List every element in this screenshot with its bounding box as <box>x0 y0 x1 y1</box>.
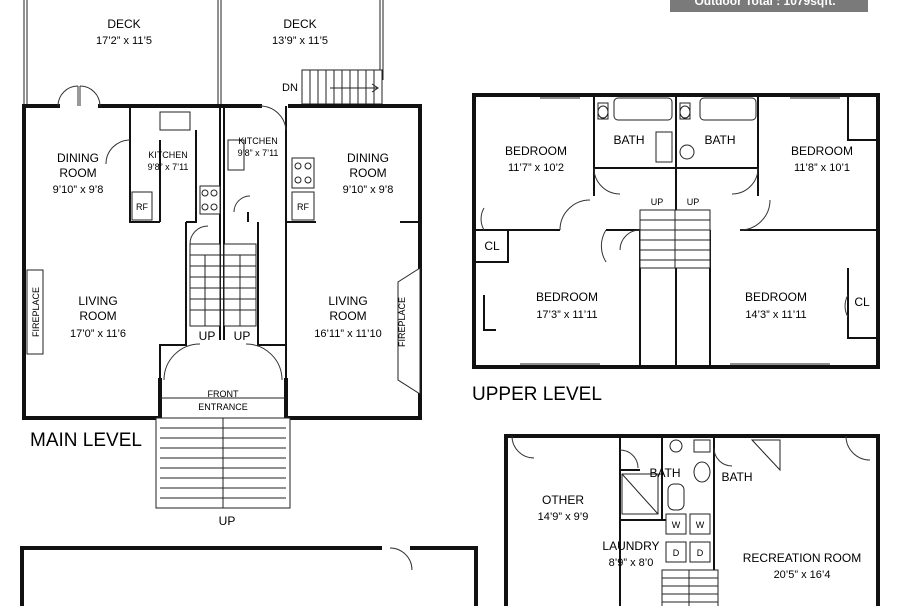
other-room-dim: 14’9” x 9’9 <box>538 511 589 523</box>
washer-box-left <box>665 513 687 535</box>
living-right-label-2: ROOM <box>329 309 366 323</box>
dining-right-label: DINING <box>347 151 389 165</box>
living-left-label-2: ROOM <box>79 309 116 323</box>
bath-left-label: BATH <box>613 133 644 147</box>
living-right-label: LIVING <box>328 294 367 308</box>
bedroom-bl-dim: 17’3” x 11’11 <box>536 309 597 321</box>
upper-level-title: UPPER LEVEL <box>472 384 602 405</box>
lower-bath-right-label: BATH <box>721 470 752 484</box>
front-entrance-label-2: ENTRANCE <box>198 402 248 412</box>
front-entrance-label: FRONT <box>208 389 239 399</box>
totals-badge: Outdoor Total : 1079sqft. <box>670 0 868 12</box>
other-room-label: OTHER <box>542 493 584 507</box>
deck-left-label: DECK <box>107 17 140 31</box>
dining-left-label-2: ROOM <box>59 166 96 180</box>
dining-left-dim: 9’10” x 9’8 <box>53 184 104 196</box>
bedroom-br-dim: 14’3” x 11’11 <box>745 309 806 321</box>
kitchen-left-label: KITCHEN <box>148 150 188 160</box>
dining-left-label: DINING <box>57 151 99 165</box>
closet-left-label: CL <box>484 239 500 253</box>
dryer-label-right: D <box>697 548 704 558</box>
bath-right-label: BATH <box>704 133 735 147</box>
refrigerator-left-label: RF <box>136 202 148 212</box>
dryer-label-left: D <box>673 548 680 558</box>
stair-up-upper-left: UP <box>651 197 664 207</box>
stair-up-upper-right: UP <box>687 197 700 207</box>
deck-left-dim: 17’2” x 11’5 <box>96 35 152 47</box>
deck-stairs <box>301 69 383 105</box>
dining-right-dim: 9’10” x 9’8 <box>343 184 394 196</box>
fireplace-right <box>397 267 421 395</box>
closet-right-label: CL <box>854 295 870 309</box>
dining-right-label-2: ROOM <box>349 166 386 180</box>
kitchen-left-dim: 9’8” x 7’11 <box>148 162 189 172</box>
front-stairs <box>155 417 291 509</box>
living-left-label: LIVING <box>78 294 117 308</box>
kitchen-right-dim: 9’8” x 7’11 <box>238 148 279 158</box>
deck-railing <box>23 0 384 106</box>
recreation-room-dim: 20’5” x 16’4 <box>774 569 831 581</box>
deck-down-label: DN <box>282 82 298 94</box>
bedroom-tr-dim: 11’8” x 10’1 <box>794 162 850 174</box>
recreation-room-label: RECREATION ROOM <box>743 551 861 565</box>
front-stairs-up-label: UP <box>219 514 236 528</box>
bedroom-tl-dim: 11’7” x 10’2 <box>508 162 564 174</box>
living-right-dim: 16’11” x 11’10 <box>314 328 381 340</box>
dryer-box-right <box>689 541 711 563</box>
fireplace-left-label: FIREPLACE <box>31 287 41 337</box>
upper-bath-fixtures <box>597 97 757 163</box>
upper-windows <box>520 97 840 365</box>
fireplace-right-label: FIREPLACE <box>397 297 407 347</box>
kitchen-right-label: KITCHEN <box>238 136 278 146</box>
laundry-label: LAUNDRY <box>602 539 659 553</box>
bedroom-br-label: BEDROOM <box>745 290 807 304</box>
bedroom-bl-label: BEDROOM <box>536 290 598 304</box>
washer-box-right <box>689 513 711 535</box>
lower-level-plan: OTHER 14’9” x 9’9 BATH BATH LAUNDRY 8’9”… <box>504 434 880 606</box>
washer-label-left: W <box>672 520 681 530</box>
doors-main <box>57 85 287 381</box>
laundry-dim: 8’9” x 8’0 <box>609 557 654 569</box>
upper-level-plan: BEDROOM 11’7” x 10’2 BEDROOM 11’8” x 10’… <box>472 93 880 405</box>
living-left-dim: 17’0” x 11’6 <box>70 328 126 340</box>
main-level-plan: DECK 17’2” x 11’5 DECK 13’9” x 11’5 DN D… <box>22 0 422 528</box>
bedroom-tl-label: BEDROOM <box>505 144 567 158</box>
dryer-box-left <box>665 541 687 563</box>
doors-upper <box>480 167 849 318</box>
upper-stairs <box>639 209 711 269</box>
main-level-title: MAIN LEVEL <box>30 430 142 451</box>
lower-bath-left-label: BATH <box>649 466 680 480</box>
interior-stairs <box>189 243 257 327</box>
bedroom-tr-label: BEDROOM <box>791 144 853 158</box>
stair-up-left-label: UP <box>199 329 216 343</box>
stair-up-right-label: UP <box>234 329 251 343</box>
kitchen-fixtures <box>131 111 315 221</box>
fireplace-left <box>26 269 44 355</box>
deck-right-label: DECK <box>283 17 316 31</box>
outbuilding-plan <box>20 546 478 606</box>
totals-badge-text: Outdoor Total : 1079sqft. <box>694 0 835 8</box>
refrigerator-right-label: RF <box>297 202 309 212</box>
deck-right-dim: 13’9” x 11’5 <box>272 35 328 47</box>
washer-label-right: W <box>696 520 705 530</box>
